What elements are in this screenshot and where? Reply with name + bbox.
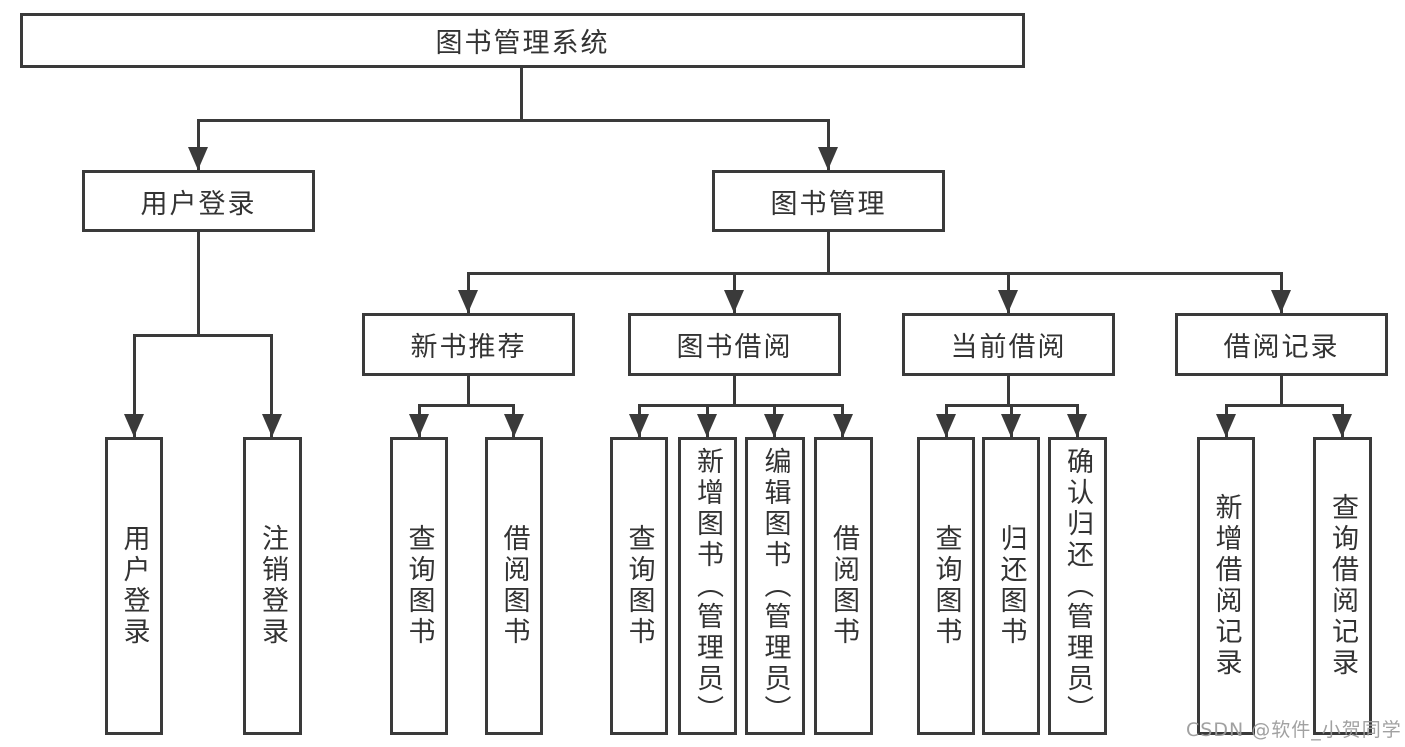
leaf-user-login: 用户登录 <box>105 437 163 735</box>
connector-mgmt-stem <box>827 232 830 274</box>
leaf-logout: 注销登录 <box>243 437 302 735</box>
connector-records-stem <box>1280 376 1283 406</box>
node-new-book-label: 新书推荐 <box>410 332 527 363</box>
connector-borrow-stem <box>733 376 736 406</box>
connector-newbook-hline <box>418 404 515 407</box>
leaf-label: 注销登录 <box>257 524 288 648</box>
arrow-down-icon <box>833 414 853 437</box>
leaf-label: 编辑图书（管理员） <box>759 446 791 726</box>
node-book-management: 图书管理 <box>712 170 945 232</box>
leaf-edit-book-admin: 编辑图书（管理员） <box>745 437 805 735</box>
arrow-down-icon <box>936 414 956 437</box>
connector-level1-hline <box>197 119 830 122</box>
connector-user-login-drop <box>197 119 200 170</box>
arrow-down-icon <box>1271 290 1291 313</box>
arrow-down-icon <box>697 414 717 437</box>
arrow-down-icon <box>764 414 784 437</box>
connector-book-mgmt-drop <box>827 119 830 170</box>
connector-user-stem <box>197 232 200 336</box>
node-book-borrowing: 图书借阅 <box>628 313 841 376</box>
node-root: 图书管理系统 <box>20 13 1025 68</box>
leaf-label: 借阅图书 <box>498 524 530 648</box>
leaf-label: 查询图书 <box>930 524 962 648</box>
arrow-down-icon <box>724 290 744 313</box>
leaf-label: 用户登录 <box>118 524 150 648</box>
arrow-down-icon <box>1332 414 1352 437</box>
node-current-label: 当前借阅 <box>950 332 1067 363</box>
node-new-book-recommend: 新书推荐 <box>362 313 575 376</box>
leaf-add-book-admin: 新增图书（管理员） <box>678 437 737 735</box>
node-book-management-label: 图书管理 <box>770 188 887 220</box>
leaf-label: 查询图书 <box>403 524 435 648</box>
leaf-return-book: 归还图书 <box>982 437 1040 735</box>
node-borrowing-records: 借阅记录 <box>1175 313 1388 376</box>
node-records-label: 借阅记录 <box>1223 332 1340 363</box>
arrow-down-icon <box>124 414 144 437</box>
arrow-down-icon <box>1216 414 1236 437</box>
arrow-down-icon <box>998 290 1018 313</box>
connector-records-hline <box>1225 404 1343 407</box>
arrow-down-icon <box>629 414 649 437</box>
leaf-label: 借阅图书 <box>828 524 859 648</box>
connector-borrow-hline <box>638 404 844 407</box>
node-user-login-label: 用户登录 <box>140 188 257 220</box>
csdn-watermark: CSDN @软件_小贺同学 <box>1186 719 1402 741</box>
connector-root-stem <box>520 68 523 119</box>
leaf-label: 确认归还（管理员） <box>1062 446 1093 726</box>
connector-newbook-stem <box>467 376 470 406</box>
arrow-down-icon <box>504 414 524 437</box>
leaf-borrow-books-2: 借阅图书 <box>814 437 873 735</box>
arrow-down-icon <box>409 414 429 437</box>
connector-level3-hline <box>467 272 1283 275</box>
leaf-add-borrow-record: 新增借阅记录 <box>1197 437 1255 735</box>
connector-user-drop2 <box>270 334 273 437</box>
leaf-query-books-1: 查询图书 <box>390 437 448 735</box>
node-user-login: 用户登录 <box>82 170 315 232</box>
leaf-label: 查询图书 <box>623 524 655 648</box>
arrow-down-icon <box>188 147 208 170</box>
arrow-down-icon <box>1067 414 1087 437</box>
leaf-label: 查询借阅记录 <box>1327 493 1358 679</box>
connector-user-drop1 <box>133 334 136 437</box>
arrow-down-icon <box>262 414 282 437</box>
leaf-label: 新增借阅记录 <box>1210 493 1242 679</box>
node-borrow-label: 图书借阅 <box>676 332 793 363</box>
arrow-down-icon <box>1001 414 1021 437</box>
leaf-borrow-books-1: 借阅图书 <box>485 437 543 735</box>
leaf-query-borrow-record: 查询借阅记录 <box>1313 437 1372 735</box>
leaf-label: 归还图书 <box>995 524 1027 648</box>
connector-current-stem <box>1007 376 1010 406</box>
connector-user-hline <box>133 334 273 337</box>
leaf-confirm-return-admin: 确认归还（管理员） <box>1048 437 1107 735</box>
leaf-query-books-3: 查询图书 <box>917 437 975 735</box>
leaf-query-books-2: 查询图书 <box>610 437 668 735</box>
leaf-label: 新增图书（管理员） <box>692 446 723 726</box>
node-root-label: 图书管理系统 <box>435 28 610 59</box>
arrow-down-icon <box>458 290 478 313</box>
node-current-borrowing: 当前借阅 <box>902 313 1115 376</box>
arrow-down-icon <box>818 147 838 170</box>
